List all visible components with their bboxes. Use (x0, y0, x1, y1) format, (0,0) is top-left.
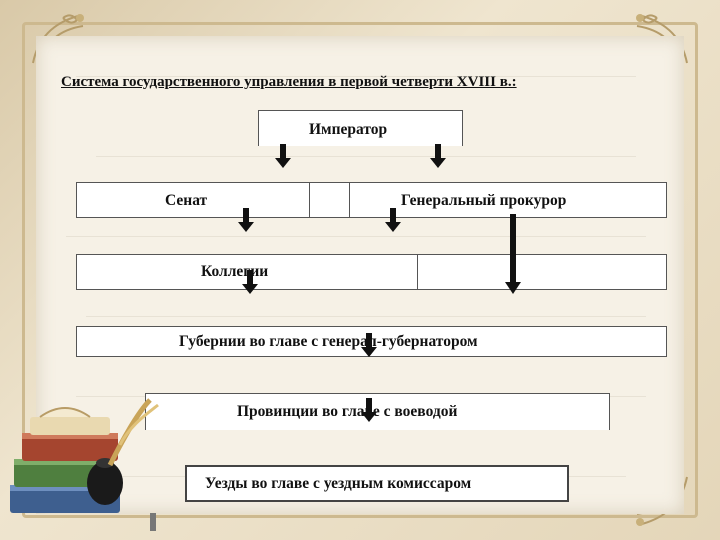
uezdy-label: Уезды во главе с уездным комиссаром (205, 475, 472, 492)
senate-label: Сенат (165, 192, 208, 209)
arrow-emperor-prosecutor (430, 144, 446, 168)
provinces-label: Провинции во главе с воеводой (237, 403, 458, 420)
row-divider (349, 183, 350, 217)
arrow-emperor-senate (275, 144, 291, 168)
collegia-row: Коллегии (76, 254, 667, 290)
arrow-collegia-gubernii (242, 270, 258, 294)
provinces-box: Провинции во главе с воеводой (145, 393, 610, 430)
arrow-prosecutor-collegia (385, 208, 401, 232)
arrow-gubernii-provinces (361, 333, 377, 357)
uezdy-box: Уезды во главе с уездным комиссаром (185, 465, 569, 502)
arrow-provinces-uezdy (361, 398, 377, 422)
row-divider (417, 255, 418, 289)
senate-row: Сенат Генеральный прокурор (76, 182, 667, 218)
arrow-senate-collegia (238, 208, 254, 232)
row-divider (309, 183, 310, 217)
emperor-box: Император (258, 110, 463, 146)
books-illustration (10, 398, 159, 531)
arrow-prosecutor-long (505, 214, 521, 294)
diagram-title: Система государственного управления в пе… (61, 74, 517, 90)
frame-border (22, 22, 698, 518)
prosecutor-label: Генеральный прокурор (401, 192, 567, 209)
emperor-label: Император (309, 121, 388, 138)
gubernii-label: Губернии во главе с генерал-губернатором (179, 333, 478, 350)
